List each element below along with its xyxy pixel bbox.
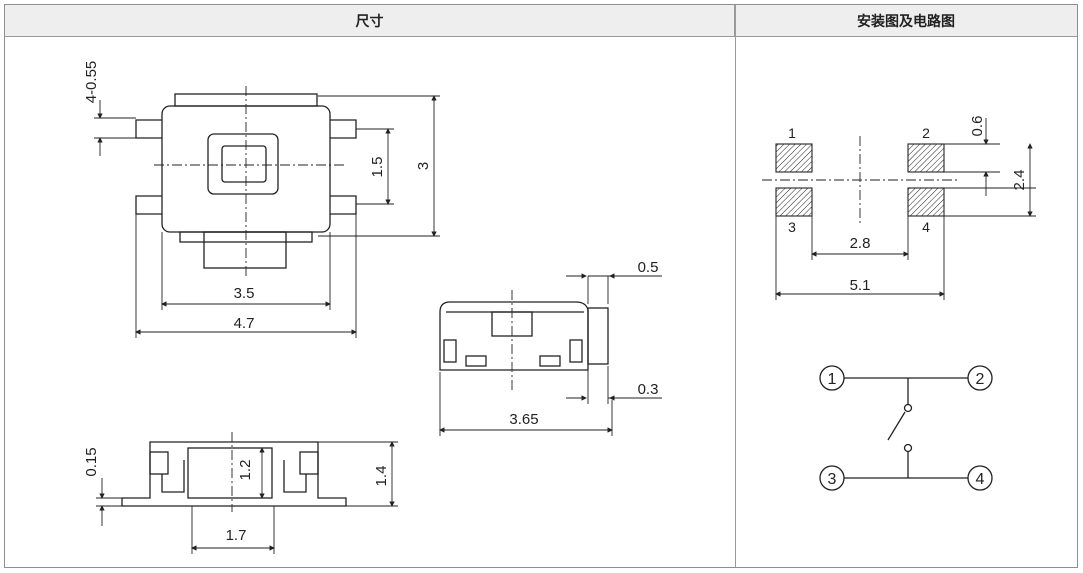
dim-body-width-label: 3.5 [234, 285, 255, 302]
circuit-diagram [819, 365, 993, 491]
front-view [121, 432, 347, 512]
pad-3-label: 3 [788, 219, 796, 235]
dim-front-height-label: 1.4 [373, 466, 390, 487]
pad-2-label: 2 [922, 125, 930, 141]
pad-2 [907, 143, 945, 173]
dim-row-pitch-label: 2.4 [1011, 170, 1028, 191]
front-view-dimensions [96, 441, 398, 554]
pad-4-label: 4 [922, 219, 930, 235]
installation-circuit-header: 安装图及电路图 [735, 5, 1077, 37]
side-view-dimensions [439, 273, 662, 436]
dim-side-top-label: 0.5 [638, 259, 659, 276]
terminal-4-circle [967, 465, 993, 491]
terminal-4-label: 4 [976, 471, 985, 488]
dimensions-header: 尺寸 [5, 5, 735, 37]
pcb-footprint [775, 143, 945, 217]
dim-front-lead-label: 0.15 [83, 447, 100, 476]
dim-front-button-label: 1.2 [237, 460, 254, 481]
terminal-3-circle [819, 465, 845, 491]
terminal-2-circle [967, 365, 993, 391]
dim-body-height-label: 3 [415, 162, 432, 170]
terminal-1-circle [819, 365, 845, 391]
top-view-dimensions [94, 95, 440, 338]
terminal-3-label: 3 [828, 471, 837, 488]
terminal-1-label: 1 [828, 371, 837, 388]
top-view [135, 86, 357, 276]
dim-pin-width-label: 4-0.55 [83, 61, 100, 104]
dim-pad-size-label: 0.6 [969, 116, 986, 137]
pad-1 [775, 143, 813, 173]
pad-3 [775, 187, 813, 217]
dim-inner-gap-label: 2.8 [850, 235, 871, 252]
dim-side-bottom-label: 0.3 [638, 381, 659, 398]
dim-pin-pitch-label: 1.5 [369, 157, 386, 178]
dim-outer-span-label: 5.1 [850, 277, 871, 294]
dim-side-length-label: 3.65 [509, 411, 538, 428]
spec-table: 尺寸 安装图及电路图 [4, 4, 1078, 568]
dim-front-button-width-label: 1.7 [226, 527, 247, 544]
column-divider [735, 5, 736, 567]
pad-4 [907, 187, 945, 217]
terminal-2-label: 2 [976, 371, 985, 388]
side-view [439, 290, 609, 392]
dim-overall-width-label: 4.7 [234, 315, 255, 332]
pad-1-label: 1 [788, 125, 796, 141]
